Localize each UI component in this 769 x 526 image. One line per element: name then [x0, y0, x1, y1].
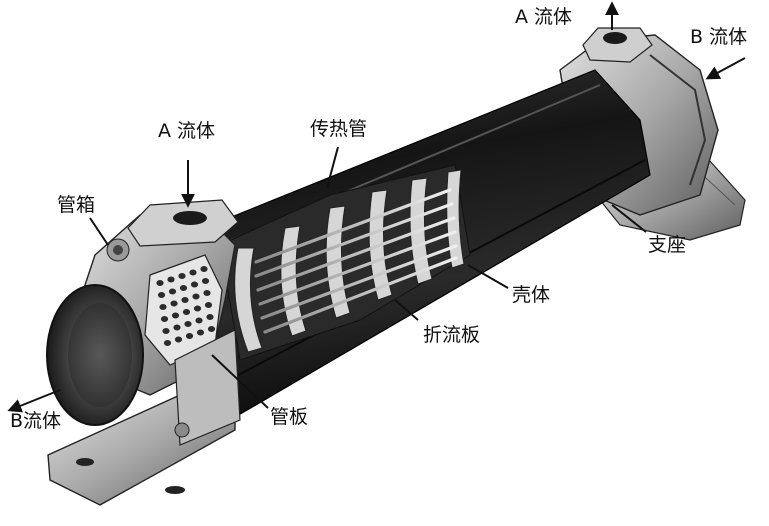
- tube-hole: [189, 269, 197, 276]
- tube-bundle-cutaway: [219, 164, 471, 361]
- label-channel-box: 管箱: [57, 194, 96, 216]
- label-fluid-a-left: A 流体: [158, 120, 216, 142]
- label-shell: 壳体: [512, 284, 551, 306]
- tube-hole: [182, 309, 191, 315]
- tube-hole: [178, 273, 186, 279]
- tube-hole: [185, 333, 194, 339]
- tube-hole: [184, 321, 192, 327]
- tube-hole: [174, 336, 183, 343]
- tube-hole: [200, 266, 208, 272]
- tube-hole: [190, 281, 199, 288]
- tube-hole: [168, 288, 177, 295]
- tube-hole: [157, 292, 166, 298]
- tube-hole: [162, 328, 170, 334]
- tube-hole: [156, 280, 164, 286]
- tube-hole: [179, 285, 188, 291]
- label-fluid-a-top: A 流体: [515, 6, 573, 28]
- tube-hole: [201, 278, 210, 284]
- left-outlet-bore: [46, 284, 144, 426]
- tube-hole: [196, 329, 205, 336]
- label-tube-sheet: 管板: [270, 406, 309, 428]
- tube-hole: [160, 316, 169, 322]
- tube-hole: [206, 314, 214, 320]
- tube-hole: [171, 312, 180, 319]
- label-heat-tube: 传热管: [310, 118, 368, 140]
- tube-hole: [195, 317, 203, 324]
- label-fluid-b-bottom: B流体: [10, 410, 62, 432]
- tube-hole: [181, 297, 189, 303]
- leader-tube-sheet: [211, 354, 269, 409]
- leader-shell: [467, 264, 509, 289]
- leader-channel-box: [89, 217, 109, 246]
- tube-sheet: [144, 254, 223, 366]
- tube-hole: [207, 326, 216, 332]
- label-baffle: 折流板: [423, 324, 481, 346]
- left-support: [47, 329, 241, 506]
- tube-hole: [170, 300, 178, 307]
- annotation-lines: [7, 1, 746, 413]
- tube-hole: [163, 340, 172, 346]
- tube-hole: [192, 293, 200, 300]
- tube-hole: [159, 304, 167, 310]
- leader-baffle: [394, 299, 419, 321]
- tube-hole: [193, 305, 202, 312]
- arrow-b-in: [705, 57, 746, 80]
- label-support: 支座: [648, 234, 687, 256]
- label-fluid-b-top: B 流体: [690, 26, 748, 48]
- leader-heat-tube: [326, 146, 339, 189]
- tube-hole: [173, 324, 181, 331]
- leader-support: [611, 204, 647, 233]
- tube-hole: [167, 276, 175, 283]
- tube-hole: [203, 290, 211, 296]
- arrow-b-out: [7, 389, 61, 413]
- tube-hole: [204, 302, 213, 308]
